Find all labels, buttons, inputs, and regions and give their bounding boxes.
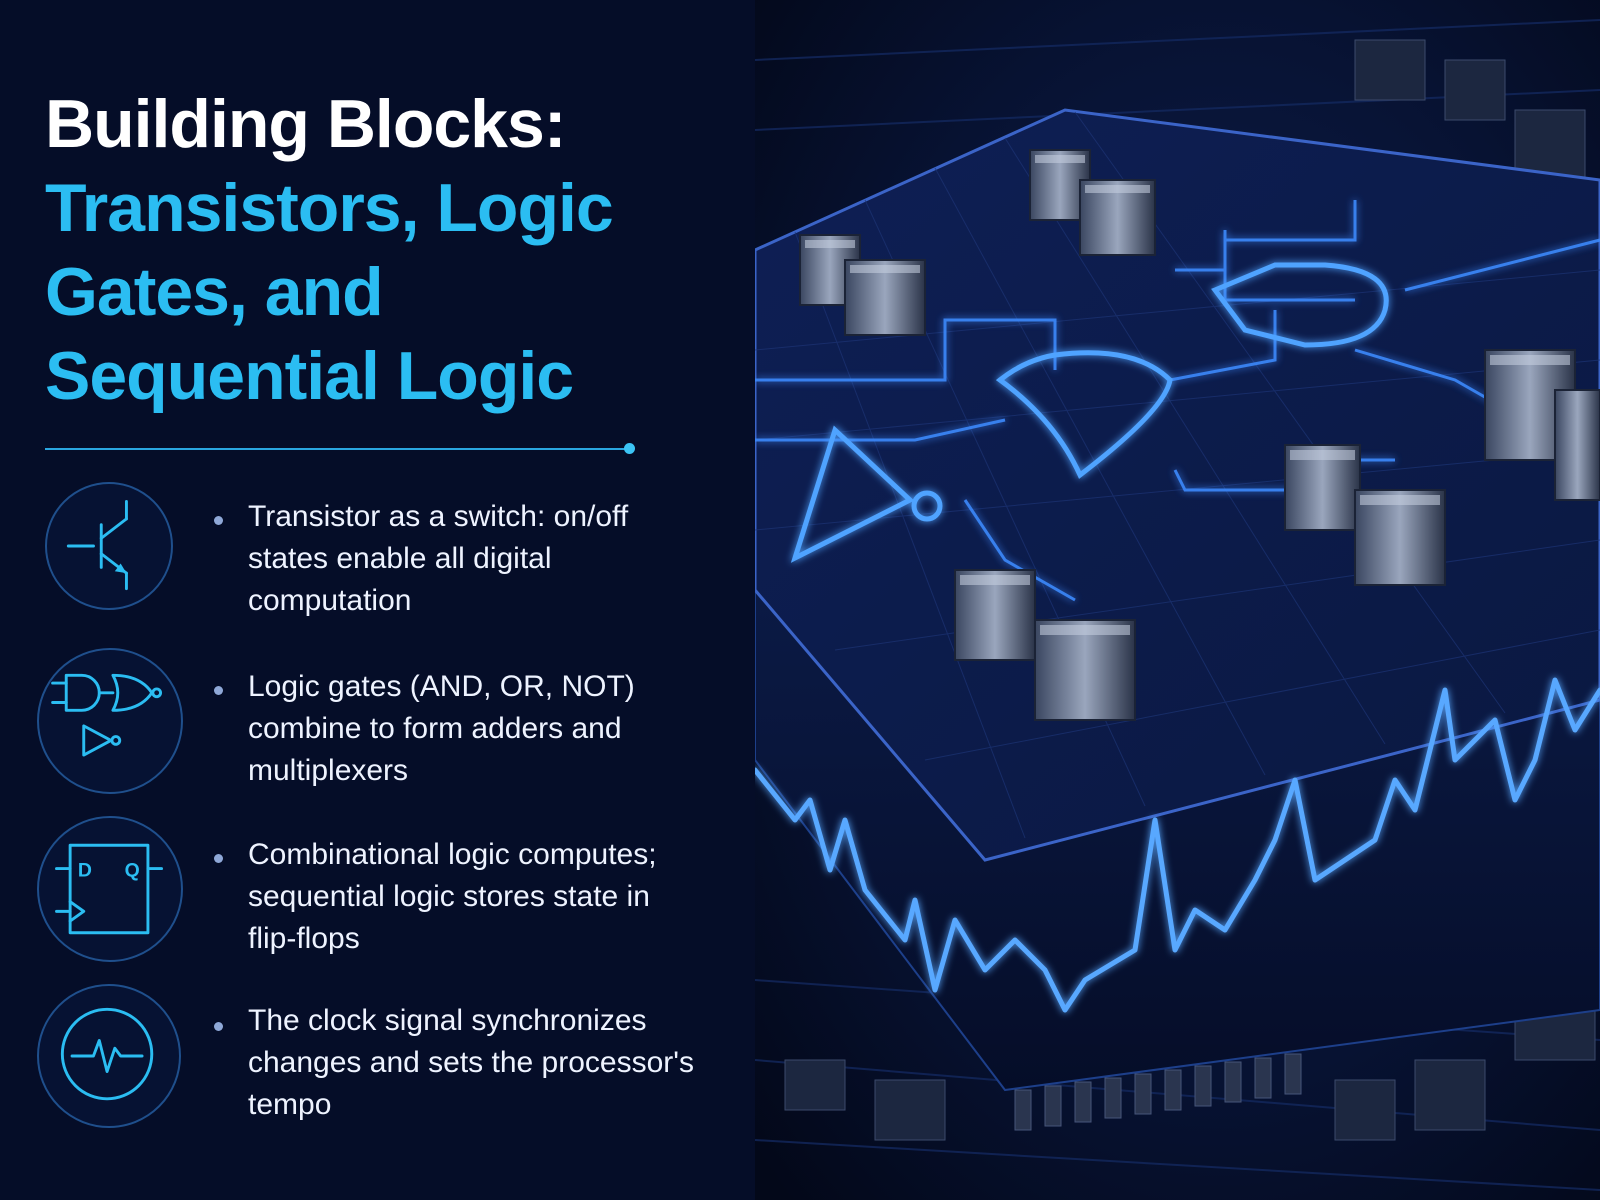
bullet-dot [214,854,223,863]
text-panel: Building Blocks: Transistors, Logic Gate… [0,0,755,1200]
bullet-line: combine to form adders and [248,712,622,745]
flip-flop-icon: D Q [37,816,183,962]
bullet-line: Logic gates (AND, OR, NOT) [248,670,635,703]
bullet-text: The clock signal synchronizes changes an… [248,1000,718,1126]
flip-flop-q-label: Q [125,859,140,881]
title-line-1: Building Blocks: [45,86,566,162]
bullet-text: Transistor as a switch: on/off states en… [248,496,718,622]
bullet-text: Logic gates (AND, OR, NOT) combine to fo… [248,666,718,792]
bullet-line: multiplexers [248,754,409,787]
slide-title: Building Blocks: Transistors, Logic Gate… [45,82,725,418]
title-line-3: Gates, and [45,254,384,330]
logic-gates-icon [37,648,183,794]
bullet-line: states enable all digital [248,542,552,575]
bullet-dot [214,516,223,525]
bullet-line: flip-flops [248,922,360,955]
divider-dot [624,443,635,454]
bullet-line: Transistor as a switch: on/off [248,500,629,533]
bullet-line: computation [248,584,412,617]
bullet-text: Combinational logic computes; sequential… [248,834,718,960]
bullet-dot [214,1022,223,1031]
transistor-icon [45,482,173,610]
flip-flop-d-label: D [78,859,92,881]
circuit-illustration [755,0,1600,1200]
bullet-line: sequential logic stores state in [248,880,650,913]
bullet-dot [214,686,223,695]
clock-pulse-icon [37,984,181,1128]
title-line-4: Sequential Logic [45,338,574,414]
bullet-line: tempo [248,1088,332,1121]
title-divider [45,448,630,450]
bullet-line: The clock signal synchronizes [248,1004,647,1037]
circuit-chip-image [755,0,1600,1200]
bullet-line: changes and sets the processor's [248,1046,694,1079]
bullet-line: Combinational logic computes; [248,838,657,871]
title-line-2: Transistors, Logic [45,170,614,246]
